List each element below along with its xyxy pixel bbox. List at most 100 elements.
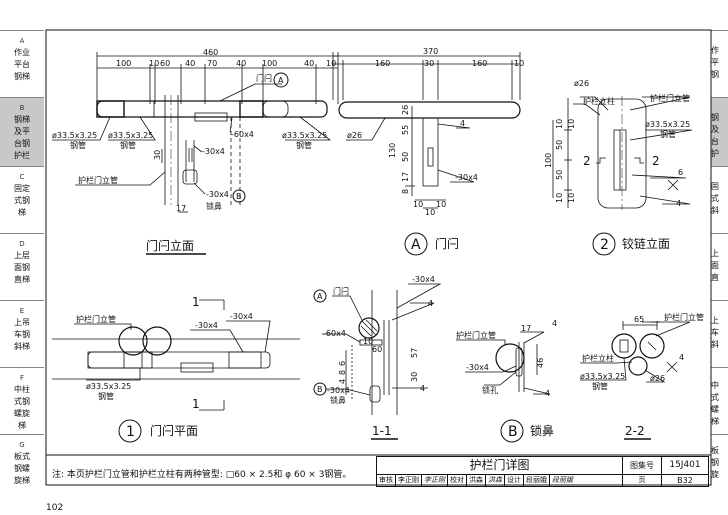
drawing-title: 护栏门详图 (377, 457, 623, 475)
dim: 40 (236, 59, 246, 68)
reviewer-signature: 李正刚 (422, 475, 448, 486)
right-tab[interactable]: 中 式 螺 梯 (711, 367, 728, 434)
right-tab[interactable]: 作 平 钢 (711, 30, 728, 97)
chapter-tab-d[interactable]: D 上层 面钢 直梯 (0, 233, 44, 300)
dim: 130 (388, 143, 397, 158)
detail-circle-a (404, 232, 428, 256)
title-block: 护栏门详图 图集号 15J401 审核 李正刚 李正刚 校对 洪森 洪森 设计 … (376, 456, 709, 487)
label-plate: -30x4 (230, 312, 253, 321)
dim: 17 (176, 204, 186, 213)
tab-text: 梯 (18, 208, 26, 217)
dim: 17 (521, 324, 531, 333)
page-label: 页 (623, 475, 662, 486)
tab-text: 固定 (14, 184, 30, 193)
chapter-tab-f[interactable]: F 中柱 式钢 螺旋 梯 (0, 367, 44, 434)
tab-letter: F (19, 374, 25, 382)
latch-plan: 护栏门立管 -30x4 -30x4 ø33.5x3.25 钢管 1 1 1 门闩… (52, 295, 300, 443)
dim: 160 (375, 59, 390, 68)
detail-ref-a: A (317, 292, 323, 301)
dim: 26 (401, 105, 410, 115)
label-pipe: ø33.5x3.25 (645, 120, 690, 129)
tab-text: 式钢 (14, 196, 30, 205)
tab-text: 旋 (711, 470, 719, 479)
tab-text: 式钢 (14, 397, 30, 406)
tab-text: 护 (711, 149, 719, 158)
label-lock: 锁鼻 (206, 201, 222, 211)
tab-text: 面 (711, 261, 719, 270)
dim-total: 370 (423, 47, 438, 56)
detail-circle-a (273, 72, 289, 88)
right-tab[interactable]: 上 车 斜 (711, 300, 728, 367)
dim: 70 (207, 59, 217, 68)
tab-text: 板式 (14, 452, 30, 461)
tab-text: 车 (711, 328, 719, 337)
dim: 10 (567, 119, 576, 129)
label-plate: -60x4 (323, 329, 346, 338)
label-pipe-sub: 钢管 (296, 140, 312, 150)
tab-text: 式 (711, 393, 719, 402)
view-title: 铰链立面 (622, 236, 670, 251)
label-weld: 6 (678, 168, 683, 177)
label-door-post: 护栏门立管 (664, 312, 704, 322)
tab-letter: B (19, 104, 25, 112)
label-pipe-sub: 钢管 (98, 391, 114, 401)
dim: 60 (372, 345, 382, 354)
tab-text: 板 (711, 446, 719, 455)
detail-ref: 1 (126, 424, 135, 440)
right-tab[interactable]: 固 式 斜 (711, 166, 728, 233)
tab-text: 上 (711, 316, 719, 325)
chapter-tab-g[interactable]: G 板式 钢螺 旋梯 (0, 434, 44, 485)
checker-signature: 洪森 (486, 475, 505, 486)
right-tab[interactable]: 板 钢 旋 (711, 434, 728, 485)
page-number: 102 (46, 503, 64, 513)
tab-letter: D (19, 240, 25, 248)
right-tab[interactable]: 上 面 直 (711, 233, 728, 300)
tab-text: 钢 (711, 113, 719, 122)
label-diameter: ø26 (347, 131, 362, 140)
chapter-tab-a[interactable]: A 作业 平台 钢梯 (0, 30, 44, 97)
tab-letter: C (19, 173, 25, 181)
dim: 60 (160, 59, 170, 68)
dim: 55 (401, 125, 410, 135)
label-door-post: 护栏门立管 (650, 93, 690, 103)
dim: 57 (410, 348, 419, 358)
label-plate: -30x4 (455, 173, 478, 182)
tab-text: 面钢 (14, 263, 30, 272)
tab-text: 螺 (711, 405, 719, 414)
tab-text: 斜 (711, 206, 719, 215)
detail-ref-b: B (317, 385, 323, 394)
label-pipe: ø33.5x3.25 (108, 131, 153, 140)
tab-text: 斜 (711, 340, 719, 349)
tab-text: 螺旋 (14, 409, 30, 418)
right-tab[interactable]: 钢 及 台 护 (711, 97, 728, 166)
tab-letter: G (19, 441, 25, 449)
dim: 100 (262, 59, 277, 68)
tab-text: 钢梯 (14, 115, 30, 124)
label-diameter: ø26 (574, 79, 589, 88)
tab-letter: A (19, 37, 25, 45)
chapter-tab-b[interactable]: B 钢梯 及平 台钢 护栏 (0, 97, 44, 166)
view-title: 2-2 (625, 424, 645, 438)
chapter-tab-e[interactable]: E 上吊 车钢 斜梯 (0, 300, 44, 367)
label-weld: 4 (679, 353, 684, 362)
tab-text: 直梯 (14, 275, 30, 284)
label-post: 护栏立柱 (583, 96, 615, 106)
dim: 50 (401, 152, 410, 162)
dim: 40 (185, 59, 195, 68)
view-title: 门闩 (435, 236, 459, 251)
right-chapter-strip: 作 平 钢 钢 及 台 护 固 式 斜 上 面 直 上 车 斜 中 式 螺 梯 … (711, 30, 728, 485)
detail-circle-b (313, 382, 327, 396)
tab-text: 中柱 (14, 385, 30, 394)
reviewer-name: 李正刚 (396, 475, 422, 486)
tab-text: 平台 (14, 60, 30, 69)
label-plate: -30x4 (195, 321, 218, 330)
tab-text: 梯 (18, 421, 26, 430)
tab-text: 台 (711, 137, 719, 146)
detail-circle-a (313, 289, 327, 303)
chapter-tab-c[interactable]: C 固定 式钢 梯 (0, 166, 44, 233)
view-title: 门闩立面 (146, 238, 194, 253)
dim-total: 460 (203, 48, 218, 57)
set-number: 15J401 (662, 457, 708, 475)
label-weld: 4 (552, 319, 557, 328)
dim: 30 (410, 372, 419, 382)
